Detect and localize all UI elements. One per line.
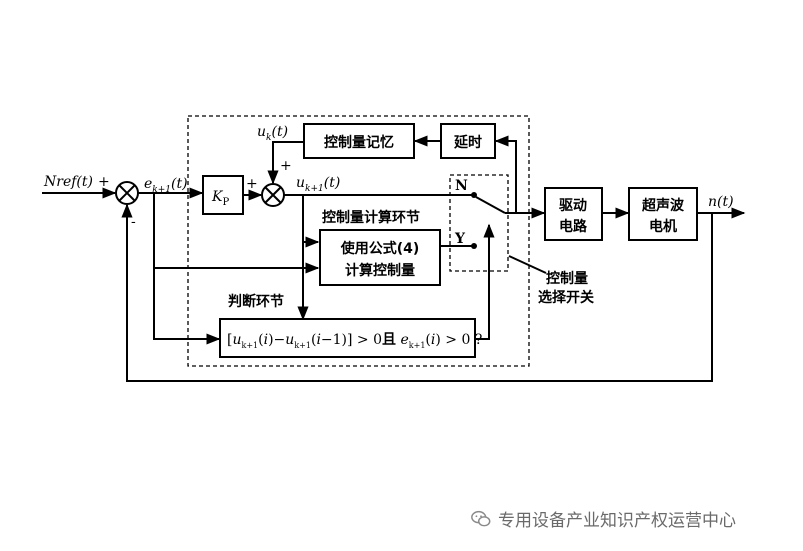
- delay-label: 延时: [453, 134, 482, 151]
- plus-sign-kp: +: [246, 176, 258, 192]
- switch-annotation-line2: 选择开关: [538, 289, 594, 306]
- uk1-label: uk+1(t): [296, 175, 340, 194]
- watermark: 专用设备产业知识产权运营中心: [470, 506, 736, 531]
- drive-circuit-block: [544, 187, 603, 241]
- summing-junction-error: [115, 181, 139, 205]
- switch-n-contact: [471, 192, 477, 198]
- delay-block: [440, 123, 496, 159]
- switch-y-contact: [471, 243, 477, 249]
- ultrasonic-motor-block: [628, 187, 698, 241]
- feedback-loop-wire: [121, 203, 713, 382]
- switch-annotation-leader: [508, 255, 547, 274]
- formula-line2: 计算控制量: [345, 262, 415, 279]
- drive-line1: 驱动: [559, 197, 587, 214]
- nref-label: Nref(t): [43, 174, 93, 190]
- plus-sign-input: +: [98, 174, 110, 190]
- kp-label: KP: [211, 189, 229, 208]
- watermark-text: 专用设备产业知识产权运营中心: [498, 511, 736, 531]
- motor-line1: 超声波: [641, 197, 685, 214]
- judge-section-label: 判断环节: [228, 293, 284, 310]
- control-memory-block: [303, 123, 415, 159]
- formula-block: [319, 229, 441, 286]
- output-label: n(t): [708, 194, 734, 210]
- judge-condition: [uk+1(i)−uk+1(i−1)] > 0且 ek+1(i) > 0 ?: [227, 332, 482, 350]
- minus-sign-feedback: -: [131, 214, 136, 230]
- switch-annotation-line1: 控制量: [546, 270, 588, 287]
- controller-dashed-region: [187, 115, 530, 367]
- summing-junction-control: [261, 183, 285, 207]
- drive-line2: 电路: [559, 218, 588, 235]
- wechat-icon: [471, 510, 491, 526]
- control-to-calc-wire: [302, 195, 320, 248]
- formula-line1: 使用公式(4): [340, 240, 420, 257]
- switch-n-label: N: [455, 178, 468, 194]
- calc-section-label: 控制量计算环节: [322, 209, 420, 226]
- motor-line2: 电机: [649, 218, 677, 235]
- control-memory-label: 控制量记忆: [324, 134, 394, 151]
- judge-to-switch-wire: [475, 223, 495, 340]
- switch-arm: [475, 196, 506, 214]
- error-label: ek+1(t): [144, 176, 188, 195]
- memory-output-wire: [267, 141, 303, 185]
- switch-y-label: Y: [454, 231, 466, 247]
- delay-feedback-wire: [494, 135, 517, 214]
- selector-switch-region: [449, 174, 509, 272]
- uk-label: uk(t): [257, 124, 288, 143]
- kp-gain-block: [202, 175, 244, 215]
- plus-sign-uk: +: [280, 158, 292, 174]
- error-to-judge-wire: [153, 268, 221, 345]
